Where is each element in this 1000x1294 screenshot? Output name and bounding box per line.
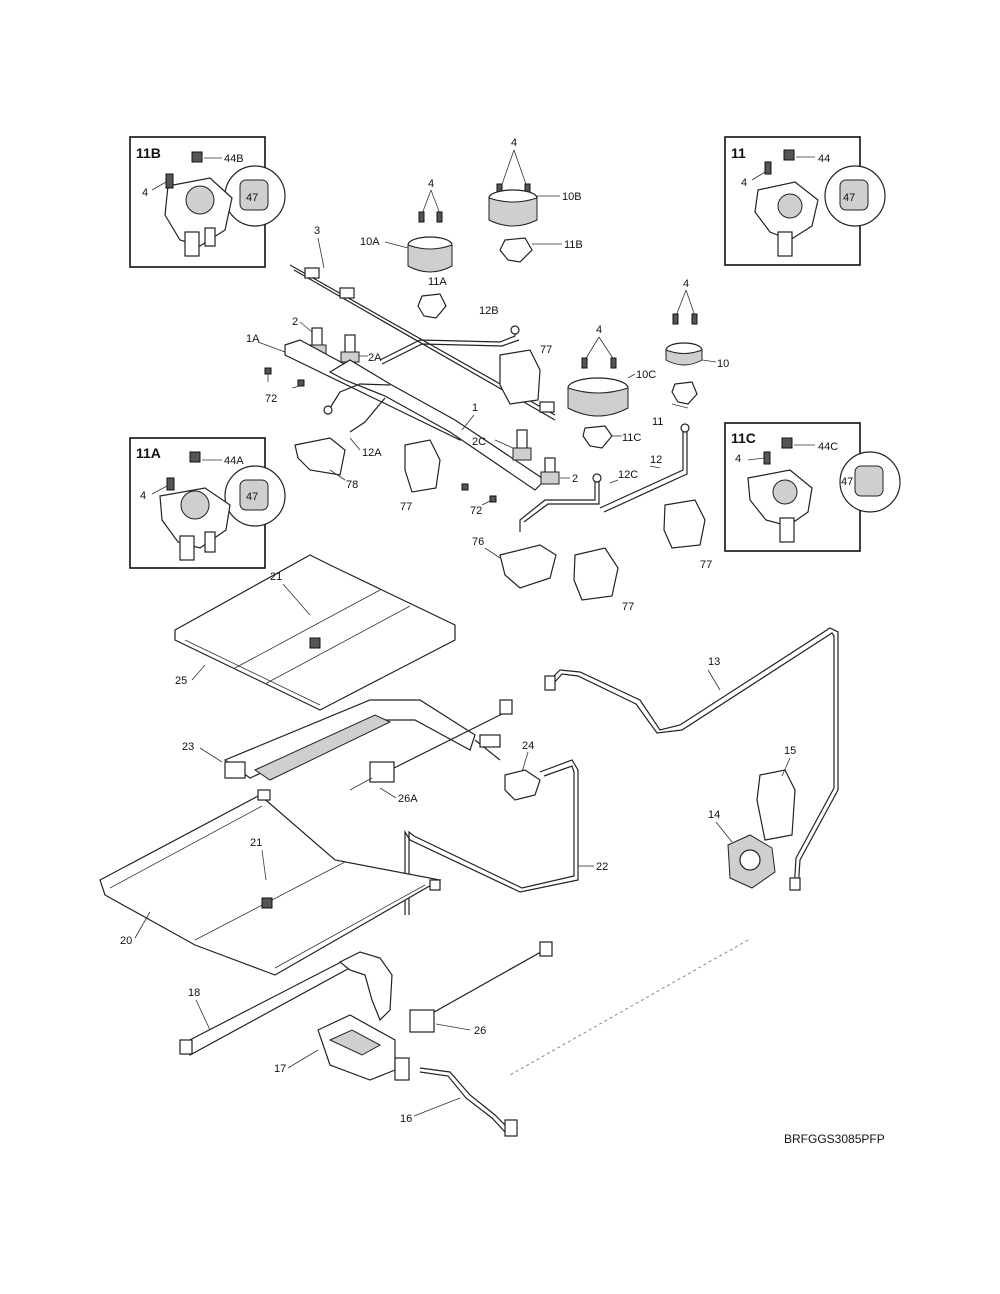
centerline <box>509 939 749 1076</box>
tube-12-group: 12C 12 77 76 77 <box>472 423 712 613</box>
inset-11b-cap-label: 47 <box>246 192 258 204</box>
right-four-b-label: 4 <box>683 278 689 290</box>
bracket-76-label: 76 <box>472 536 484 548</box>
burner-10-label: 10 <box>717 358 729 370</box>
burner-23-label: 23 <box>182 741 194 753</box>
shield-20-group: 21 20 <box>99 789 442 976</box>
right-four-a-label: 4 <box>596 324 602 336</box>
inset-11b-four-label: 4 <box>142 187 148 199</box>
screw-72-left-label: 72 <box>265 393 277 405</box>
valve-17-group: 17 <box>274 1014 410 1081</box>
shield-25-label: 25 <box>175 675 187 687</box>
tube-16-label: 16 <box>400 1113 412 1125</box>
shield-20-label: 20 <box>120 935 132 947</box>
clip-21-low-label: 21 <box>250 837 262 849</box>
inset-11c-screw-label: 44C <box>818 441 838 453</box>
rail-3-label: 3 <box>314 225 320 237</box>
valve-2-label: 2 <box>292 316 298 328</box>
inset-11b-screw-label: 44B <box>224 153 244 165</box>
burner-10b-group: 4 10B 11B <box>488 137 583 263</box>
ignitor-26-label: 26 <box>474 1025 486 1037</box>
fitting-24-group: 24 22 <box>404 740 608 915</box>
tube-12b-label: 12B <box>479 305 499 317</box>
inset-11a-screw-label: 44A <box>224 455 244 467</box>
orifice-11a-label: 11A <box>428 276 447 288</box>
valve-2-right-label: 2 <box>572 473 578 485</box>
tube-22-label: 22 <box>596 861 608 873</box>
inset-11c-four-label: 4 <box>735 453 741 465</box>
manifold-1a-label: 1A <box>246 333 260 345</box>
burner-23-group: 23 <box>182 699 501 781</box>
inset-11-cap-label: 47 <box>843 192 855 204</box>
burner-10a-group: 4 10A 11A <box>360 178 453 319</box>
regulator-14-group: 14 <box>708 809 801 891</box>
valve-2c-label: 2C <box>472 436 486 448</box>
tube-13-group: 13 <box>544 627 839 891</box>
mid-four-label: 4 <box>428 178 434 190</box>
burner-18-label: 18 <box>188 987 200 999</box>
tube-12a-label: 12A <box>362 447 382 459</box>
orifice-11b-label: 11B <box>564 239 583 251</box>
screw-72-right-label: 72 <box>470 505 482 517</box>
burner-10a-label: 10A <box>360 236 380 248</box>
inset-11a: 11A 47 44A 4 <box>129 437 286 569</box>
tube-16-group: 16 <box>400 1067 518 1137</box>
inset-11c-cap-label: 47 <box>841 476 853 488</box>
valve-17-label: 17 <box>274 1063 286 1075</box>
bracket-77-top-label: 77 <box>540 344 552 356</box>
orifice-11c-label: 11C <box>622 432 641 444</box>
manifold-1-label: 1 <box>472 402 478 414</box>
inset-11b-title: 11B <box>136 145 161 161</box>
inset-11-screw-label: 44 <box>818 153 830 165</box>
bracket-77-mid-label: 77 <box>400 501 412 513</box>
inset-11c: 11C 47 44C 4 <box>724 422 901 552</box>
burner-10c-label: 10C <box>636 369 656 381</box>
valve-2a-label: 2A <box>368 352 382 364</box>
burner-10-group: 4 10 11 <box>652 278 729 428</box>
clip-21-top-label: 21 <box>270 571 282 583</box>
bracket-77-right-label: 77 <box>700 559 712 571</box>
burner-18-group: 18 <box>178 951 393 1056</box>
inset-11a-title: 11A <box>136 445 161 461</box>
manifold-assembly: 3 12B 2 2A 1A 77 72 <box>246 225 578 517</box>
inset-11c-title: 11C <box>731 430 756 446</box>
inset-11b: 11B 47 44B 4 <box>129 136 286 268</box>
burner-10c-group: 4 10C 11C <box>567 324 656 449</box>
tube-12c-label: 12C <box>618 469 638 481</box>
regulator-14-label: 14 <box>708 809 720 821</box>
bracket-78-label: 78 <box>346 479 358 491</box>
shield-25-group: 21 25 <box>174 554 456 711</box>
ignitor-26a-group: 26A <box>349 699 513 805</box>
bracket-15-group: 15 <box>756 745 796 841</box>
orifice-11-label: 11 <box>652 416 663 428</box>
fitting-24-label: 24 <box>522 740 534 752</box>
inset-11a-cap-label: 47 <box>246 491 258 503</box>
tube-13-label: 13 <box>708 656 720 668</box>
ignitor-26-group: 26 <box>409 941 553 1037</box>
drawing-code: BRFGGS3085PFP <box>784 1132 885 1146</box>
inset-11a-four-label: 4 <box>140 490 146 502</box>
burner-10b-label: 10B <box>562 191 582 203</box>
bracket-77-low-label: 77 <box>622 601 634 613</box>
inset-11-title: 11 <box>731 145 746 161</box>
inset-11: 11 47 44 4 <box>724 136 886 266</box>
inset-11-four-label: 4 <box>741 177 747 189</box>
tube-12-label: 12 <box>650 454 662 466</box>
top-four-label: 4 <box>511 137 517 149</box>
bracket-15-label: 15 <box>784 745 796 757</box>
ignitor-26a-label: 26A <box>398 793 418 805</box>
